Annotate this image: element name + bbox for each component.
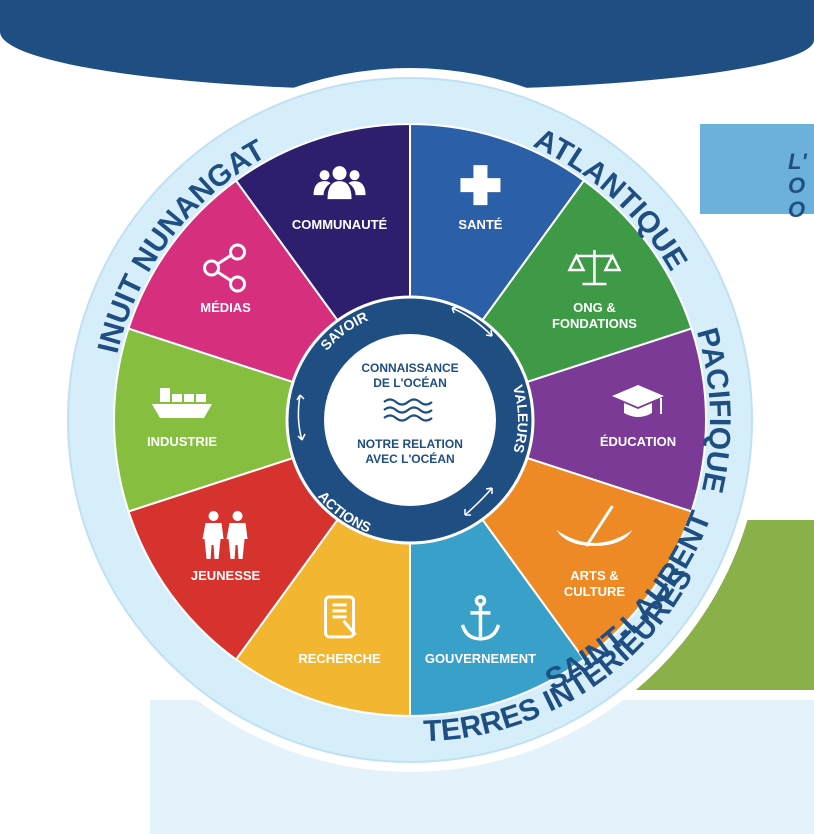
sector-label: GOUVERNEMENT [425,651,536,666]
sector-label: ÉDUCATION [600,434,676,449]
sector-label-line2: CULTURE [564,584,625,599]
sector-label: MÉDIAS [200,300,251,315]
cycle-arrows [296,306,493,516]
sector-label: INDUSTRIE [147,434,217,449]
ship-icon [152,388,212,418]
arrow-icon [464,487,493,516]
canoe-icon [556,505,633,547]
medical-cross-icon [460,165,501,206]
arrow-icon [297,394,303,441]
anchor-icon [460,595,501,641]
valeurs-label: VALEURS [510,383,531,455]
sector-label: SANTÉ [458,217,502,232]
graduation-cap-icon [612,385,664,417]
sector-label: JEUNESSE [191,568,261,583]
share-icon [203,243,247,293]
sector-wheel: SANTÉ ONG &FONDATIONS ÉDUCATION ARTS &CULTU… [113,122,707,718]
sector-label: ARTS & [570,568,618,583]
waves-icon [383,398,433,422]
sector-label: RECHERCHE [298,651,381,666]
center-circle [324,334,496,506]
youth-icon [202,511,248,560]
tablet-icon [324,595,357,639]
people-icon [313,166,366,200]
sector-label-line2: FONDATIONS [552,316,637,331]
side-panel-blue [700,124,814,214]
sector-label: COMMUNAUTÉ [292,217,388,232]
side-panel-text: L' O O [788,149,807,222]
scales-icon [567,249,622,286]
center-line-1: CONNAISSANCE [361,361,458,375]
center-line-2: DE L'OCÉAN [373,375,447,390]
center-line-4: AVEC L'OCÉAN [365,451,454,466]
sector-label: ONG & [573,300,616,315]
center-line-3: NOTRE RELATION [357,437,463,451]
arrow-icon [451,307,493,337]
